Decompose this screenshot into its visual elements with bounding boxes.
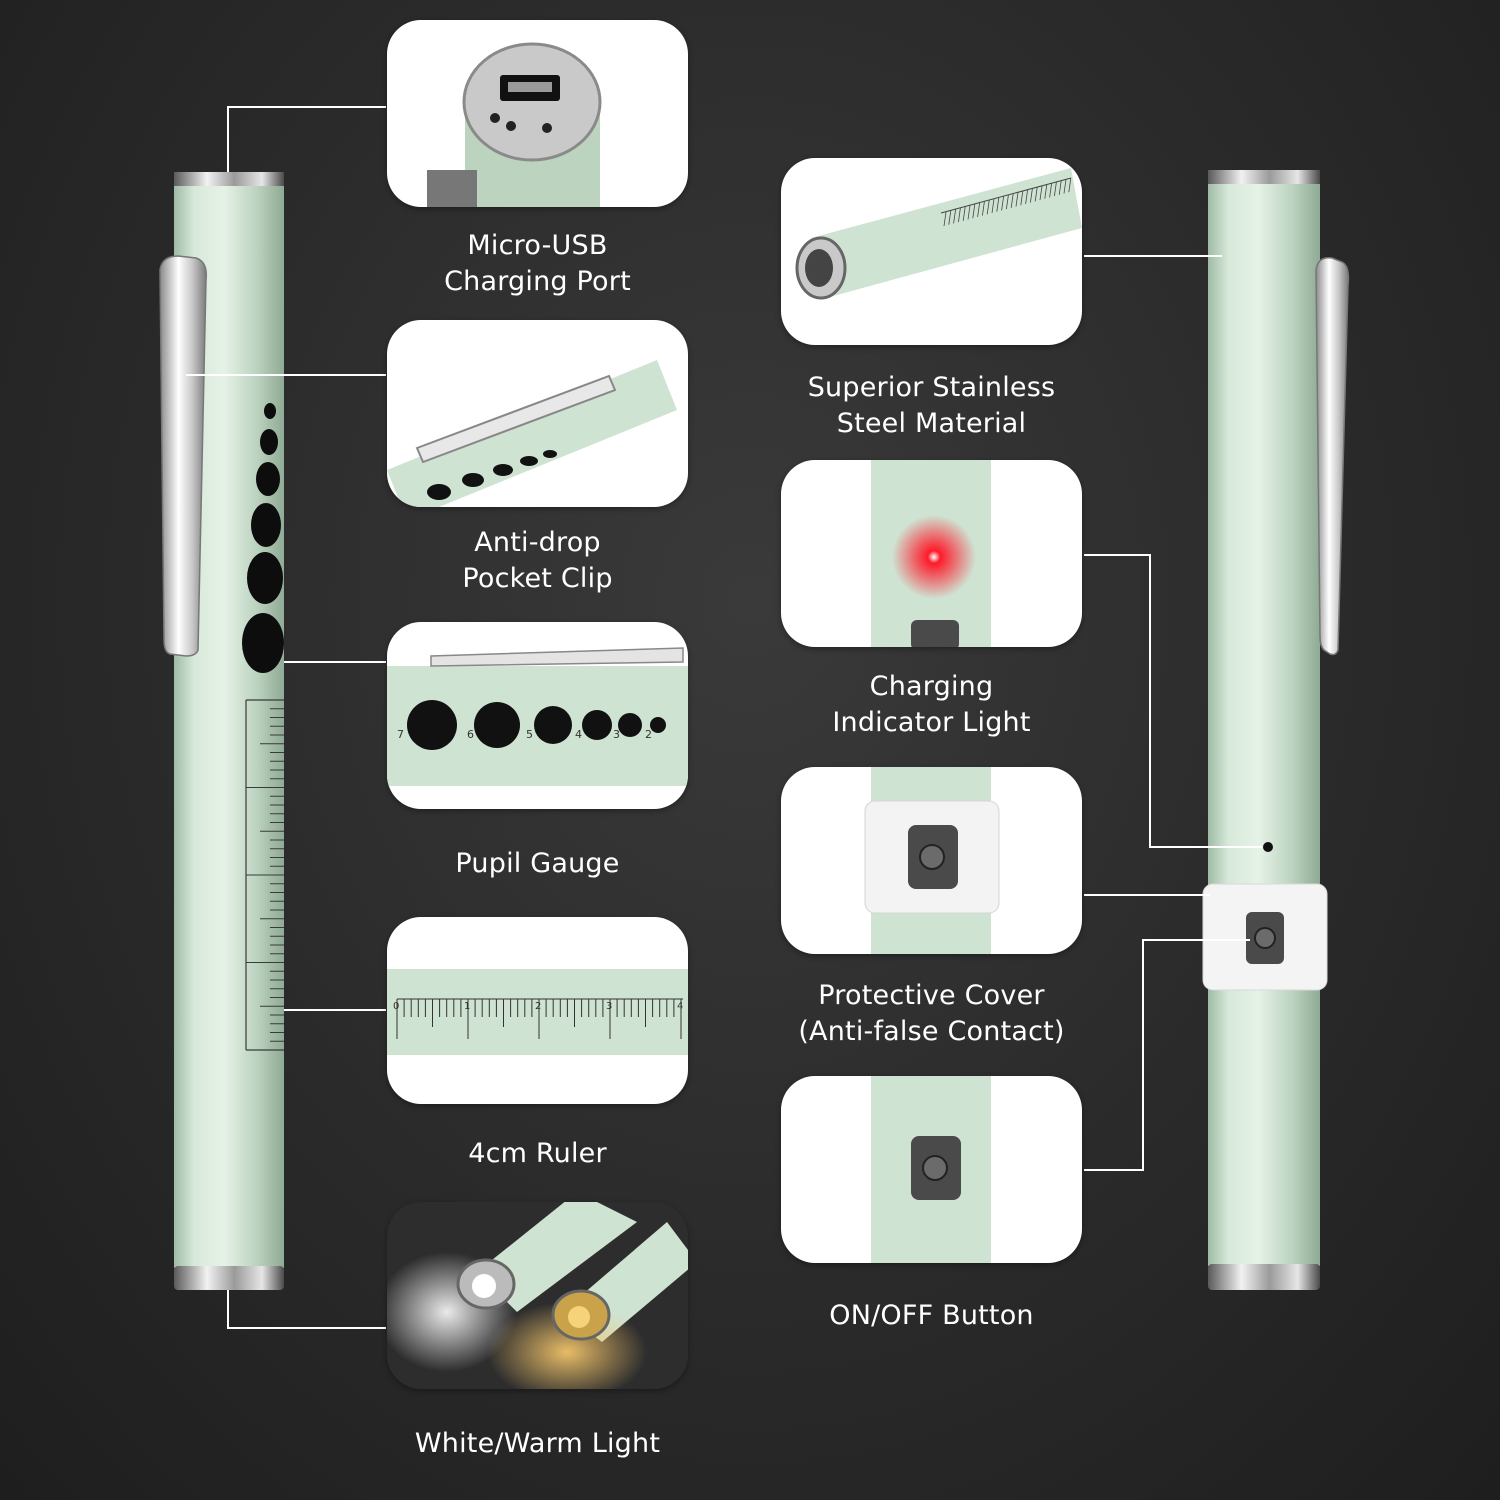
gauge-mark-3: 3 bbox=[613, 728, 620, 741]
ruler-mark-4: 4 bbox=[677, 1001, 683, 1012]
ruler-tick bbox=[1063, 179, 1067, 194]
cover-caption-line1: Protective Cover bbox=[818, 980, 1045, 1011]
ruler-tick bbox=[958, 208, 961, 223]
ruler-tick bbox=[986, 200, 990, 215]
right-penlight bbox=[1202, 170, 1350, 1290]
ruler-tick bbox=[1030, 188, 1033, 203]
gauge-mark-6: 6 bbox=[467, 728, 474, 741]
indicator-caption: Charging Indicator Light bbox=[781, 669, 1082, 741]
ruler-card: 0 1 2 3 4 bbox=[387, 917, 688, 1104]
ruler-tick bbox=[991, 198, 995, 214]
pocket-clip-caption-line1: Anti-drop bbox=[474, 527, 601, 558]
ruler-tick bbox=[967, 205, 971, 220]
ruler-tick bbox=[1025, 189, 1028, 204]
ruler-tick bbox=[1039, 185, 1043, 201]
gauge-mark-5: 5 bbox=[526, 728, 533, 741]
ruler-image: 0 1 2 3 4 bbox=[387, 969, 688, 1055]
light-caption-line1: White/Warm Light bbox=[414, 1428, 661, 1459]
ruler-tick bbox=[1034, 187, 1038, 202]
ruler-mark-3: 3 bbox=[606, 1001, 612, 1012]
ruler-tick bbox=[1015, 192, 1019, 207]
button-card bbox=[781, 1076, 1082, 1263]
ruler-tick bbox=[996, 197, 1000, 212]
ruler-tick bbox=[1010, 193, 1014, 208]
ruler-tick bbox=[1006, 195, 1009, 210]
cover-caption: Protective Cover (Anti-false Contact) bbox=[781, 978, 1082, 1050]
pupil-gauge-caption: Pupil Gauge bbox=[387, 846, 688, 882]
cover-caption-line2: (Anti-false Contact) bbox=[798, 1016, 1065, 1047]
cover-card bbox=[781, 767, 1082, 954]
usb-port-caption: Micro-USB Charging Port bbox=[387, 228, 688, 300]
ruler-tick bbox=[977, 202, 980, 217]
ruler-tick bbox=[1001, 196, 1004, 211]
light-caption: White/Warm Light bbox=[387, 1426, 688, 1462]
pupil-gauge-image: 7 6 5 4 3 2 bbox=[387, 647, 688, 786]
button-caption-line1: ON/OFF Button bbox=[829, 1300, 1034, 1331]
gauge-mark-2: 2 bbox=[645, 728, 652, 741]
ruler-mark-1: 1 bbox=[464, 1001, 470, 1012]
ruler-tick bbox=[1049, 183, 1052, 198]
steel-card bbox=[781, 158, 1082, 345]
indicator-card bbox=[781, 460, 1082, 647]
button-image bbox=[871, 1076, 991, 1263]
pupil-gauge-card: 7 6 5 4 3 2 bbox=[387, 622, 688, 809]
usb-port-caption-line1: Micro-USB bbox=[467, 230, 608, 261]
left-penlight bbox=[159, 172, 284, 1290]
steel-caption: Superior Stainless Steel Material bbox=[781, 370, 1082, 442]
ruler-tick bbox=[1020, 191, 1024, 206]
steel-image bbox=[795, 168, 1082, 300]
ruler-tick bbox=[943, 211, 947, 227]
right-pocket-clip bbox=[1315, 257, 1350, 656]
usb-port-card bbox=[387, 20, 688, 207]
usb-port-image bbox=[427, 42, 602, 207]
pocket-clip-caption-line2: Pocket Clip bbox=[462, 563, 613, 594]
indicator-caption-line2: Indicator Light bbox=[832, 707, 1031, 738]
ruler-tick bbox=[982, 201, 985, 216]
ruler-tick bbox=[948, 210, 952, 225]
pupil-gauge-holes bbox=[242, 403, 284, 673]
ruler-tick bbox=[1068, 178, 1072, 193]
ruler-tick bbox=[953, 209, 956, 224]
usb-port-caption-line2: Charging Port bbox=[444, 266, 631, 297]
gauge-mark-7: 7 bbox=[397, 728, 404, 741]
ruler-tick bbox=[962, 206, 966, 221]
pocket-clip bbox=[159, 255, 208, 657]
ruler-tick bbox=[1054, 182, 1057, 197]
light-card bbox=[387, 1202, 688, 1389]
light-image bbox=[387, 1202, 688, 1389]
ruler-mark-2: 2 bbox=[535, 1001, 541, 1012]
ruler-tick bbox=[1044, 184, 1048, 199]
gauge-mark-4: 4 bbox=[575, 728, 582, 741]
ruler-caption: 4cm Ruler bbox=[387, 1136, 688, 1172]
indicator-dot bbox=[1263, 842, 1273, 852]
steel-caption-line1: Superior Stainless bbox=[807, 372, 1056, 403]
indicator-caption-line1: Charging bbox=[869, 671, 994, 702]
ruler-tick bbox=[972, 204, 976, 219]
leader-lines bbox=[186, 106, 1262, 1329]
steel-caption-line2: Steel Material bbox=[836, 408, 1027, 439]
ruler-ticks bbox=[246, 699, 284, 1051]
button-caption: ON/OFF Button bbox=[781, 1298, 1082, 1334]
pocket-clip-card bbox=[387, 320, 688, 507]
pocket-clip-image bbox=[387, 360, 677, 507]
pocket-clip-caption: Anti-drop Pocket Clip bbox=[387, 525, 688, 597]
pupil-gauge-caption-line1: Pupil Gauge bbox=[455, 848, 620, 879]
cover-image bbox=[864, 767, 1000, 954]
ruler-caption-line1: 4cm Ruler bbox=[468, 1138, 607, 1169]
ruler-mark-0: 0 bbox=[393, 1001, 399, 1012]
ruler-tick bbox=[1058, 180, 1062, 195]
indicator-image bbox=[871, 460, 991, 647]
